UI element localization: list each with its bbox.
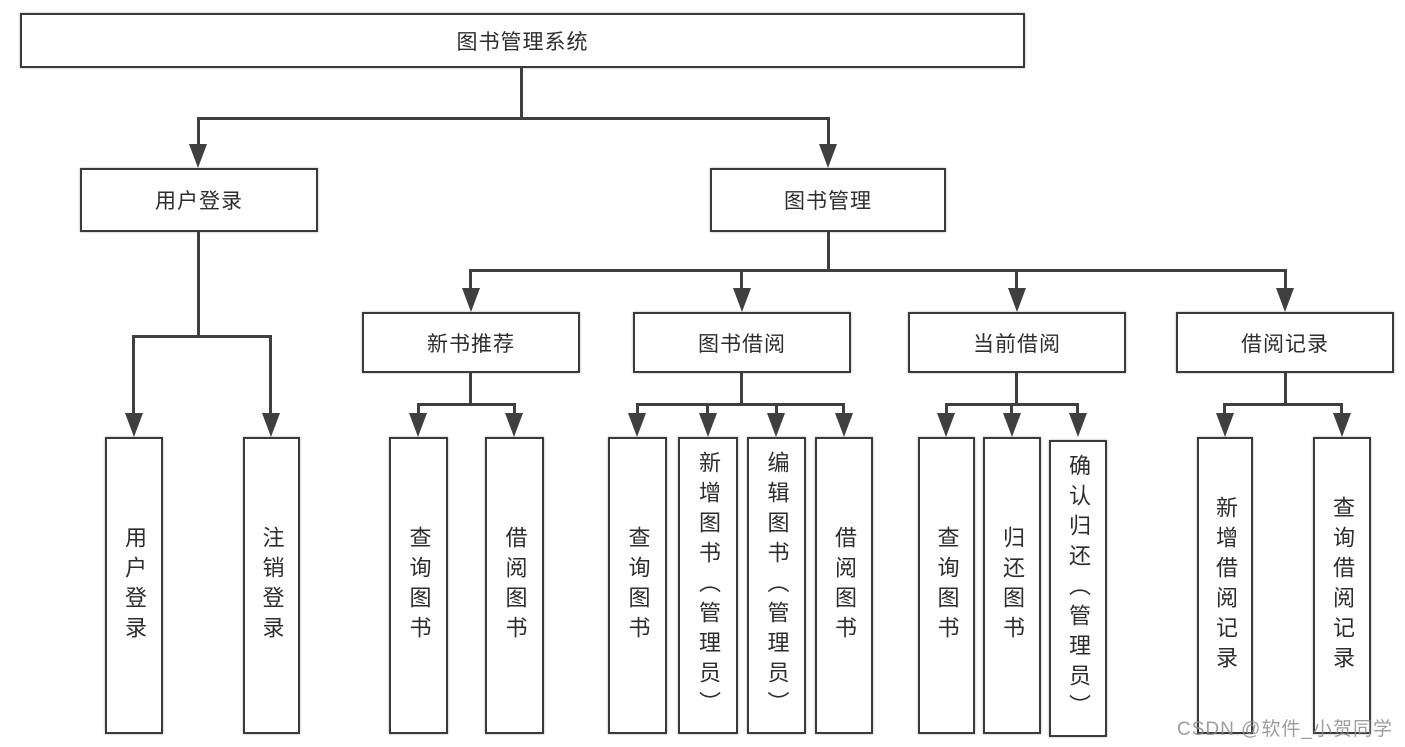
arrowhead-icon — [505, 413, 523, 437]
leaf-query-books-borrow: 查询图书 — [608, 437, 667, 734]
connector-line — [740, 373, 743, 406]
connector-line — [827, 232, 830, 272]
watermark: CSDN @软件_小贺同学 — [1177, 719, 1393, 740]
connector-line — [520, 68, 523, 118]
arrowhead-icon — [767, 413, 785, 437]
arrowhead-icon — [835, 413, 853, 437]
arrowhead-icon — [1008, 288, 1026, 312]
leaf-user-login: 用户登录 — [105, 437, 163, 734]
connector-line — [1076, 403, 1079, 415]
connector-line — [1284, 269, 1287, 291]
leaf-logout: 注销登录 — [243, 437, 300, 734]
connector-line — [470, 269, 1287, 272]
connector-line — [827, 117, 830, 147]
arrowhead-icon — [628, 413, 646, 437]
node-user-login: 用户登录 — [80, 168, 318, 232]
connector-line — [197, 232, 200, 337]
arrowhead-icon — [1276, 288, 1294, 312]
leaf-query-books-recommend: 查询图书 — [389, 437, 448, 734]
connector-line — [417, 403, 420, 415]
connector-line — [132, 335, 272, 338]
leaf-add-book-admin: 新增图书（管理员） — [678, 437, 738, 734]
connector-line — [842, 403, 845, 415]
node-new-book-recommend: 新书推荐 — [362, 312, 580, 373]
connector-line — [132, 335, 135, 415]
arrowhead-icon — [819, 144, 837, 168]
connector-line — [513, 403, 516, 415]
leaf-add-borrow-record: 新增借阅记录 — [1197, 437, 1253, 734]
connector-line — [1340, 403, 1343, 415]
node-book-management: 图书管理 — [710, 168, 946, 232]
connector-line — [636, 403, 845, 406]
connector-line — [197, 117, 830, 120]
arrowhead-icon — [1069, 413, 1087, 437]
connector-line — [269, 335, 272, 415]
arrowhead-icon — [1003, 413, 1021, 437]
arrowhead-icon — [1333, 413, 1351, 437]
connector-line — [945, 403, 948, 415]
connector-line — [417, 403, 516, 406]
leaf-query-books-current: 查询图书 — [918, 437, 975, 734]
arrowhead-icon — [1216, 413, 1234, 437]
node-current-borrow: 当前借阅 — [908, 312, 1126, 373]
arrowhead-icon — [409, 413, 427, 437]
connector-line — [1010, 403, 1013, 415]
node-book-borrow: 图书借阅 — [633, 312, 851, 373]
arrowhead-icon — [699, 413, 717, 437]
connector-line — [636, 403, 639, 415]
arrowhead-icon — [125, 413, 143, 437]
arrowhead-icon — [733, 288, 751, 312]
connector-line — [740, 269, 743, 291]
leaf-return-book: 归还图书 — [983, 437, 1041, 734]
connector-line — [1015, 373, 1018, 406]
leaf-confirm-return-admin: 确认归还（管理员） — [1049, 440, 1107, 737]
leaf-borrow-books-recommend: 借阅图书 — [485, 437, 544, 734]
connector-line — [1015, 269, 1018, 291]
connector-line — [1224, 403, 1343, 406]
leaf-edit-book-admin: 编辑图书（管理员） — [747, 437, 806, 734]
arrowhead-icon — [189, 144, 207, 168]
leaf-query-borrow-record: 查询借阅记录 — [1313, 437, 1371, 734]
connector-line — [1223, 403, 1226, 415]
node-root-system: 图书管理系统 — [20, 13, 1025, 68]
connector-line — [706, 403, 709, 415]
connector-line — [197, 117, 200, 147]
arrowhead-icon — [262, 413, 280, 437]
connector-line — [469, 269, 472, 291]
connector-line — [1284, 373, 1287, 406]
connector-line — [469, 373, 472, 406]
leaf-borrow-books: 借阅图书 — [815, 437, 873, 734]
node-borrow-records: 借阅记录 — [1176, 312, 1394, 373]
connector-line — [775, 403, 778, 415]
arrowhead-icon — [462, 288, 480, 312]
arrowhead-icon — [937, 413, 955, 437]
